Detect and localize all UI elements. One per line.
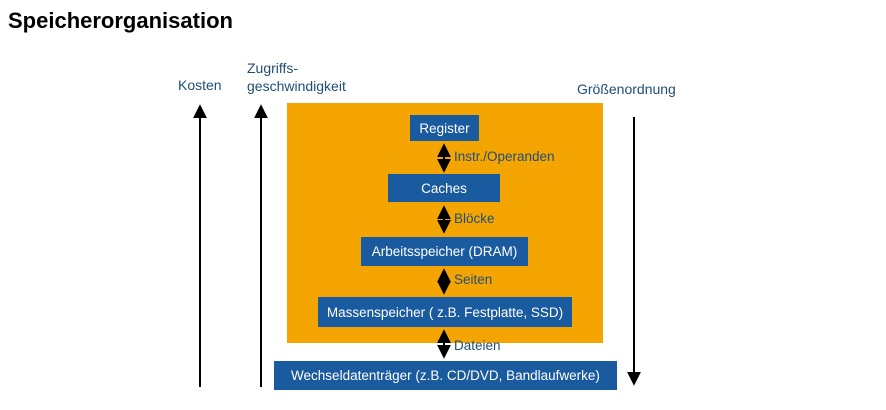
groessenordnung-axis-label-text: Größenordnung	[577, 81, 676, 97]
groessenordnung-axis-label: Größenordnung	[577, 81, 676, 99]
node-massenspeicher: Massenspeicher ( z.B. Festplatte, SSD)	[318, 297, 572, 327]
node-wechseldatentraeger: Wechseldatenträger (z.B. CD/DVD, Bandlau…	[274, 361, 617, 390]
transfer-unit-bloecke: Blöcke	[454, 211, 495, 226]
node-massenspeicher-label: Massenspeicher ( z.B. Festplatte, SSD)	[326, 304, 564, 320]
kosten-axis-label-text: Kosten	[178, 77, 222, 93]
node-caches: Caches	[388, 174, 500, 202]
node-arbeitsspeicher-label: Arbeitsspeicher (DRAM)	[371, 244, 518, 259]
transfer-unit-seiten: Seiten	[454, 272, 493, 287]
zugriffsgeschwindigkeit-line1: Zugriffs-	[247, 60, 299, 76]
zugriffsgeschwindigkeit-axis-label: Zugriffs- geschwindigkeit	[247, 60, 346, 95]
transfer-unit-instr-operanden: Instr./Operanden	[454, 149, 555, 164]
kosten-axis-label: Kosten	[178, 77, 222, 95]
node-wechseldatentraeger-label: Wechseldatenträger (z.B. CD/DVD, Bandlau…	[291, 368, 600, 383]
node-caches-label: Caches	[421, 180, 467, 196]
node-arbeitsspeicher: Arbeitsspeicher (DRAM)	[361, 237, 528, 266]
zugriffsgeschwindigkeit-line2: geschwindigkeit	[247, 77, 346, 94]
node-register: Register	[410, 115, 479, 141]
transfer-unit-dateien: Dateien	[454, 338, 501, 353]
page-title: Speicherorganisation	[8, 8, 233, 33]
node-register-label: Register	[419, 120, 470, 136]
